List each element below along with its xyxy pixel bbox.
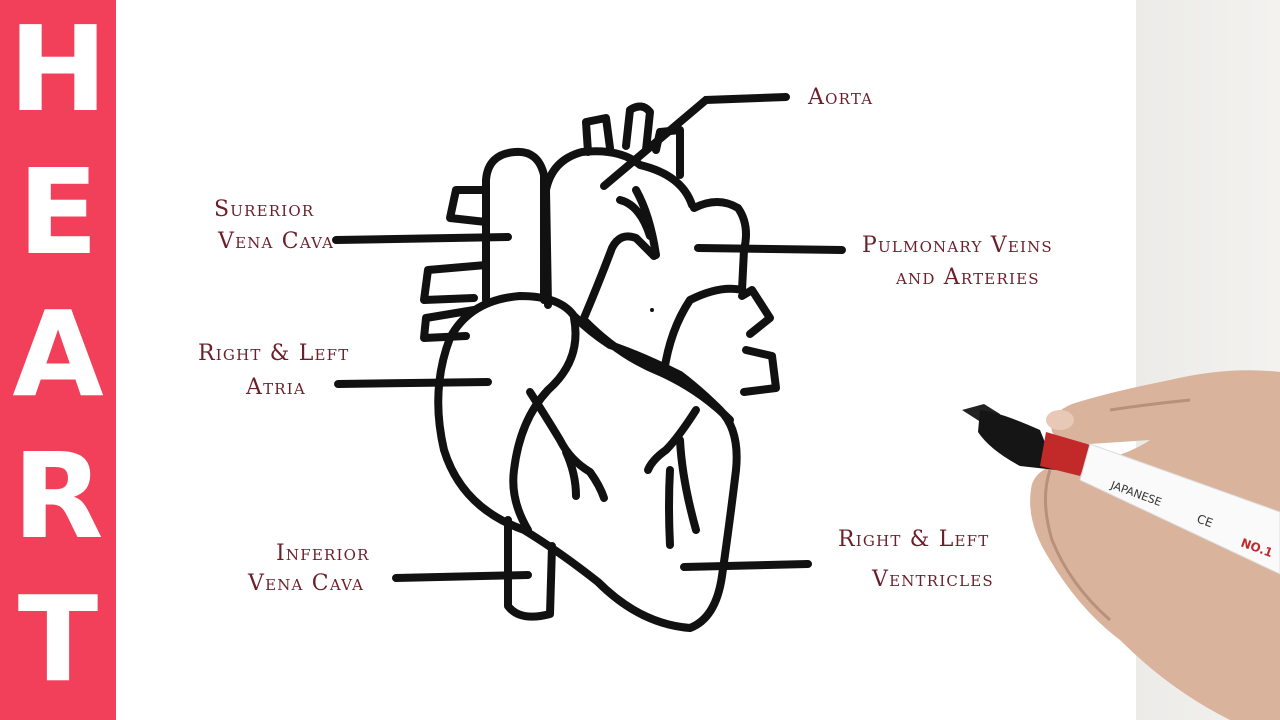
heart-body-outline xyxy=(434,292,741,632)
inferior-vena-cava-outline xyxy=(504,516,556,621)
label-ventricles-line2: Ventricles xyxy=(872,567,994,592)
pulmonary-leader-line xyxy=(694,244,846,254)
label-atria-line1: Right & Left xyxy=(198,341,350,366)
pulmonary-trunk-outline xyxy=(580,232,658,322)
title-letter-t: T xyxy=(17,569,99,708)
hand-icon xyxy=(1030,370,1280,720)
coronary-line xyxy=(582,318,734,424)
title-letter-h: H xyxy=(8,0,108,139)
pulmonary-trunk-branch xyxy=(632,186,660,259)
label-superior-vena-cava-line2: Vena Cava xyxy=(218,229,335,254)
label-aorta: Aorta xyxy=(808,85,874,110)
coronary-vessel-right xyxy=(644,406,700,474)
superior-vena-cava-outline xyxy=(482,147,548,304)
title-letter-r: R xyxy=(12,427,104,566)
aorta-outline xyxy=(542,147,696,309)
septum-line xyxy=(509,314,580,534)
pulmonary-vein-stub-lower xyxy=(420,306,478,342)
aorta-leader-line xyxy=(600,93,790,190)
label-atria-line2: Atria xyxy=(246,375,306,400)
aorta-branch-1 xyxy=(582,114,614,156)
label-ventricles-line1: Right & Left xyxy=(838,527,990,552)
label-inferior-vena-cava-line2: Vena Cava xyxy=(248,571,365,596)
pulmonary-vein-stub-middle xyxy=(420,261,490,304)
title-letter-e: E xyxy=(17,142,99,281)
coronary-vessel-right-branch xyxy=(676,436,700,534)
atria-leader-line xyxy=(334,378,492,388)
coronary-vessel-right-minor xyxy=(665,466,674,549)
aorta-branch-2 xyxy=(622,102,654,154)
inferior-vena-cava-leader-line xyxy=(392,571,532,582)
pulmonary-vein-stub-right-upper xyxy=(738,286,774,338)
pulmonary-vein-stub-right-lower xyxy=(740,346,780,396)
label-inferior-vena-cava-line1: Inferior xyxy=(276,541,370,566)
ventricles-leader-line xyxy=(680,560,812,571)
marker-pen-icon xyxy=(962,404,1280,575)
label-pulmonary-line1: Pulmonary Veins xyxy=(862,233,1053,258)
label-superior-vena-cava-line1: Surerior xyxy=(214,197,315,222)
label-pulmonary-line2: and Arteries xyxy=(896,265,1040,290)
title-letter-a: A xyxy=(12,284,104,423)
superior-vena-cava-leader-line xyxy=(332,233,512,244)
left-atrium-inner xyxy=(660,284,746,376)
coronary-vessel-left-branch xyxy=(562,448,580,500)
pulmonary-vein-stub-upper xyxy=(446,186,490,226)
heart-title-banner: H E A R T xyxy=(0,0,116,720)
marker-ce-text: CE xyxy=(1195,512,1215,531)
ink-dot xyxy=(650,308,654,312)
left-atrium-outline xyxy=(690,198,750,294)
